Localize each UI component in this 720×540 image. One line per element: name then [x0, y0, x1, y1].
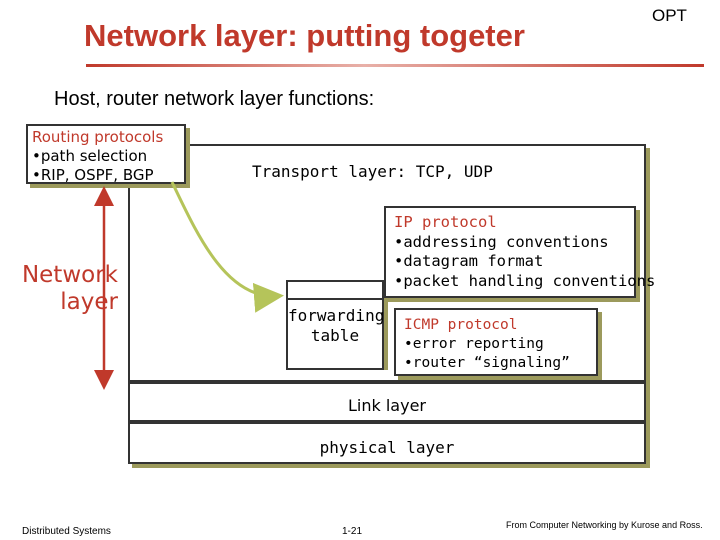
forwarding-table-label: table [310, 326, 360, 345]
forwarding-table-label: forwarding [288, 306, 385, 325]
footer-credit: From Computer Networking by Kurose and R… [506, 520, 703, 530]
forwarding-table-box: forwarding table [286, 298, 384, 370]
forwarding-table-stub [286, 280, 384, 298]
icmp-item: •error reporting [404, 336, 544, 352]
title-underline [86, 64, 704, 67]
link-layer-label: Link layer [348, 396, 426, 415]
transport-layer-label: Transport layer: TCP, UDP [252, 162, 493, 181]
ip-item: •packet handling conventions [394, 271, 656, 290]
ip-protocol-box: IP protocol •addressing conventions •dat… [384, 206, 656, 298]
page-title: Network layer: putting togeter [84, 18, 525, 53]
routing-to-forwarding-arrow [170, 181, 284, 313]
physical-layer-box: physical layer [128, 422, 646, 464]
slide-subtitle: Host, router network layer functions: [54, 88, 375, 110]
ip-item: •addressing conventions [394, 232, 609, 251]
physical-layer-label: physical layer [319, 438, 455, 457]
routing-item: •path selection [32, 147, 148, 165]
ip-item: •datagram format [394, 252, 544, 270]
routing-protocols-box: Routing protocols •path selection •RIP, … [26, 124, 186, 184]
icmp-item: •router “signaling” [404, 355, 570, 371]
icmp-protocol-title: ICMP protocol [404, 317, 518, 333]
opt-badge: OPT [652, 6, 687, 25]
routing-item: •RIP, OSPF, BGP [32, 166, 154, 184]
icmp-protocol-box: ICMP protocol •error reporting •router “… [394, 308, 598, 376]
footer-course: Distributed Systems [22, 526, 111, 537]
footer-page-number: 1-21 [342, 526, 363, 537]
ip-protocol-title: IP protocol [394, 213, 497, 231]
routing-protocols-title: Routing protocols [32, 128, 164, 146]
link-layer-box: Link layer [128, 382, 646, 422]
